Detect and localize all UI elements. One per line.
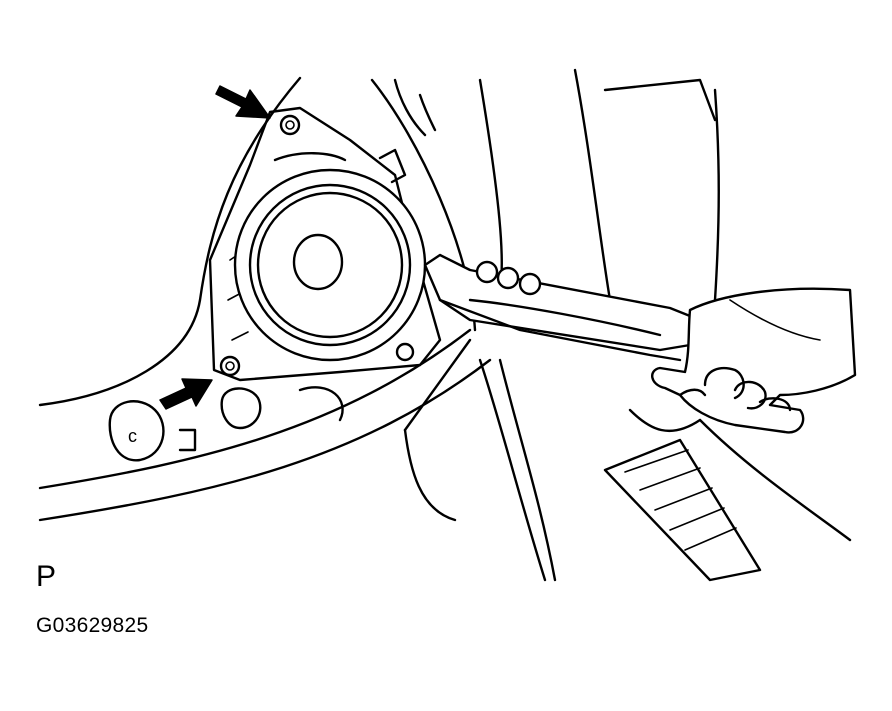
bolt-icon-bottom	[219, 355, 241, 377]
scuff-plate	[603, 438, 762, 582]
door-holes: c	[108, 386, 344, 462]
speaker	[233, 168, 427, 362]
view-letter-label: P	[36, 560, 57, 593]
speaker-bracket	[208, 106, 442, 382]
svg-text:c: c	[128, 426, 137, 446]
hand	[651, 287, 857, 434]
bolt-icon-top	[279, 114, 301, 136]
arrow-icon-top	[215, 85, 271, 119]
arrow-icon-bottom	[159, 378, 213, 410]
door-frame	[38, 68, 852, 582]
figure-code-label: G03629825	[36, 614, 149, 637]
